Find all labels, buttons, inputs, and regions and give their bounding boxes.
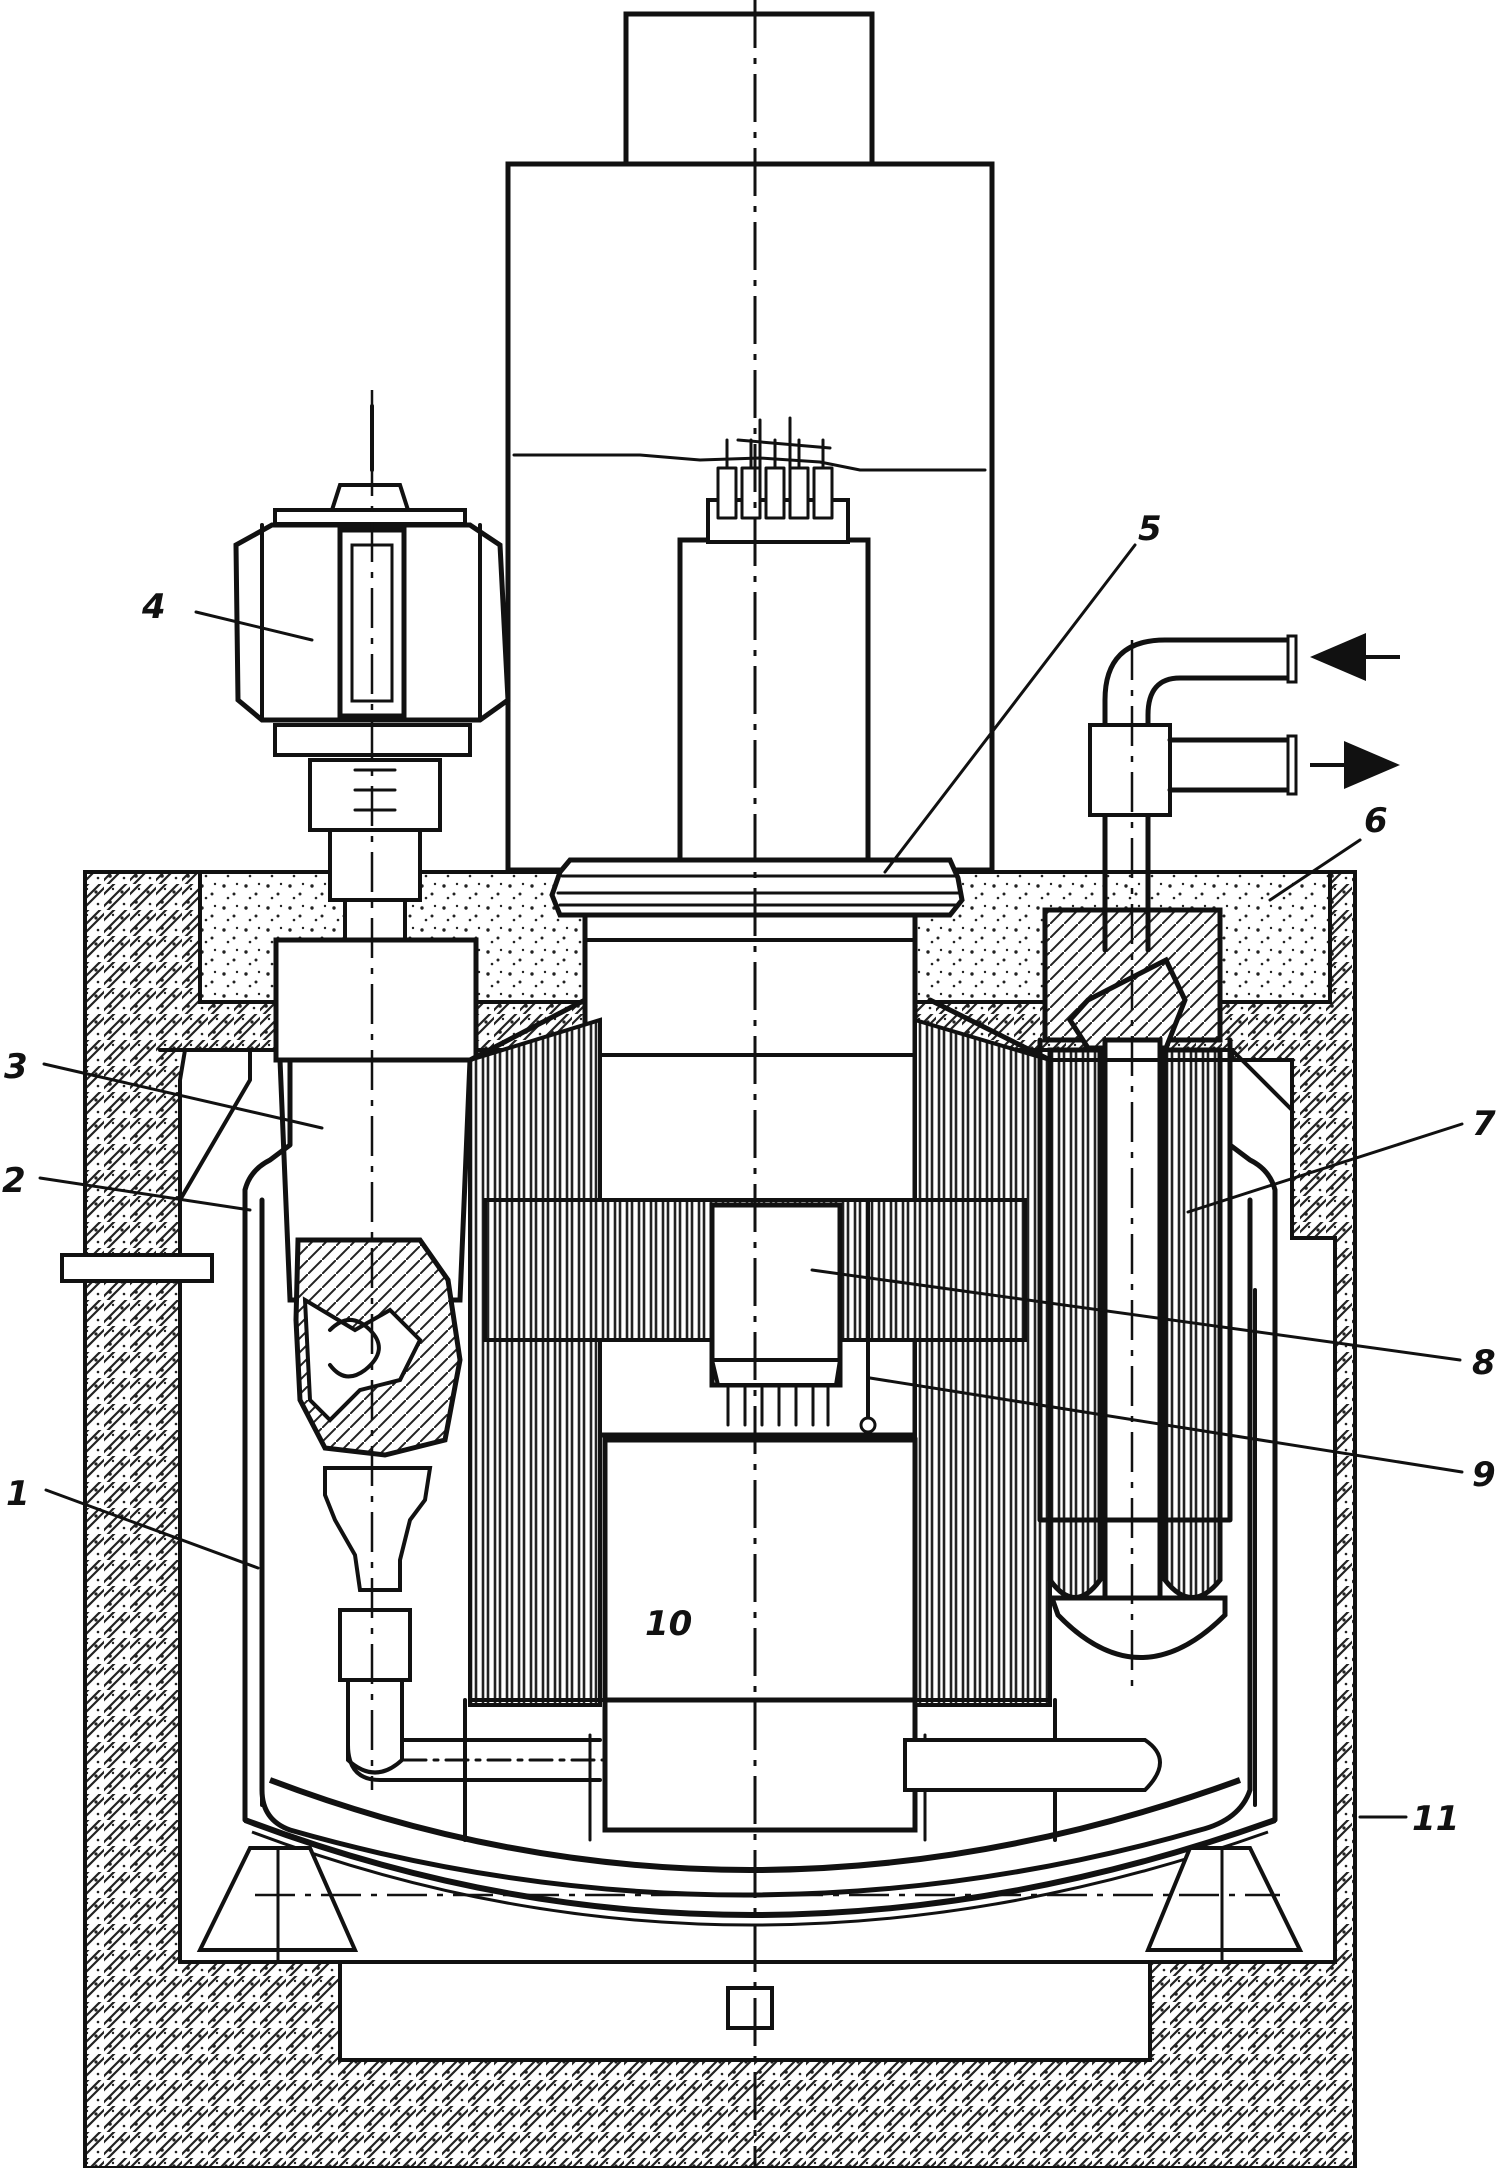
callout-9: 9 bbox=[1472, 1455, 1496, 1495]
callout-5: 5 bbox=[1138, 509, 1162, 549]
reactor-vessel bbox=[242, 1057, 1278, 2030]
callout-1: 1 bbox=[6, 1474, 30, 1514]
pump-shaft-assembly bbox=[308, 758, 442, 942]
intermediate-heat-exchanger bbox=[1037, 634, 1298, 1660]
callout-3: 3 bbox=[4, 1047, 28, 1087]
callout-2: 2 bbox=[2, 1161, 26, 1201]
leader-lines bbox=[38, 543, 1464, 1819]
vessel-supports bbox=[196, 1846, 1304, 1962]
center-line bbox=[255, 0, 1280, 2168]
core-region bbox=[463, 1017, 1057, 1842]
callout-10: 10 bbox=[645, 1604, 692, 1644]
pump-barrel bbox=[273, 937, 479, 1775]
callout-6: 6 bbox=[1364, 801, 1388, 841]
callout-4: 4 bbox=[141, 587, 166, 627]
central-rod-drive bbox=[709, 1198, 877, 1434]
callout-8: 8 bbox=[1472, 1343, 1496, 1383]
callout-labels: 1 2 3 4 5 6 7 8 9 10 11 bbox=[2, 509, 1496, 1839]
callout-11: 11 bbox=[1412, 1799, 1459, 1839]
vessel-roof-cone bbox=[288, 997, 1232, 1063]
callout-7: 7 bbox=[1472, 1104, 1496, 1144]
lower-outlet-pipe bbox=[903, 1738, 1162, 1792]
coolant-flow-arrows bbox=[1310, 633, 1400, 789]
